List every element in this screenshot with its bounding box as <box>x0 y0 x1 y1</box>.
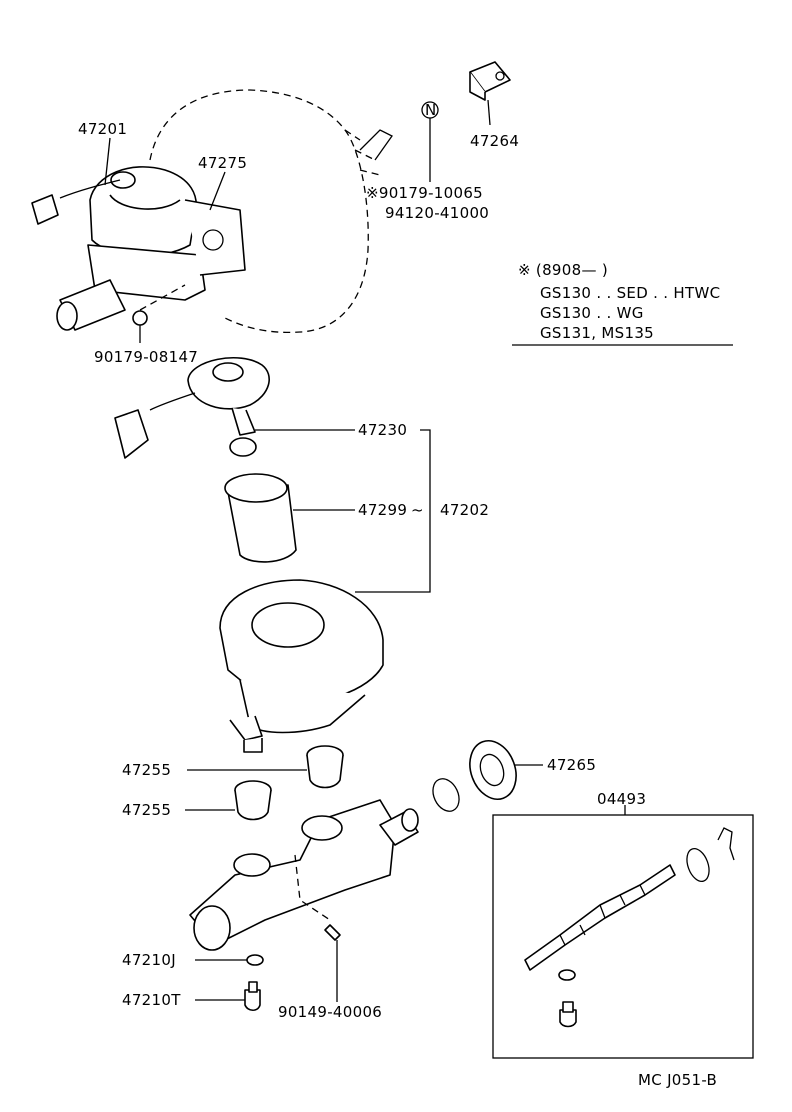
label-04493: 04493 <box>597 790 646 808</box>
n-symbol-label: N <box>425 101 437 119</box>
grommet-lower <box>234 780 272 821</box>
master-cylinder-body <box>189 799 419 951</box>
note-line-4: GS131, MS135 <box>540 324 654 342</box>
note-line-2: GS130 . . SED . . HTWC <box>540 284 720 302</box>
repair-kit-box <box>492 805 754 1059</box>
label-47275: 47275 <box>198 154 247 172</box>
label-47202: 47202 <box>440 501 489 519</box>
clip-47264 <box>469 61 511 101</box>
note-line-3: GS130 . . WG <box>540 304 644 322</box>
label-47255-lower: 47255 <box>122 801 171 819</box>
label-47265: 47265 <box>547 756 596 774</box>
label-47299: 47299 <box>358 501 407 519</box>
label-47210t: 47210T <box>122 991 181 1009</box>
washer-47210j <box>246 954 264 966</box>
applicability-note: ※ (8908— ) GS130 . . SED . . HTWC GS130 … <box>518 261 720 342</box>
diagram-code: MC J051-B <box>638 1071 717 1089</box>
reservoir-strainer <box>224 473 297 563</box>
label-90179-08147: 90179-08147 <box>94 348 198 366</box>
n-marker: N <box>421 101 439 182</box>
brake-booster <box>149 89 393 334</box>
leader-lines <box>104 99 733 1002</box>
note-line-1: ※ (8908— ) <box>518 261 608 279</box>
label-47210j: 47210J <box>122 951 176 969</box>
master-cylinder-assembly-upper <box>31 166 246 331</box>
label-47230: 47230 <box>358 421 407 439</box>
label-tilde: ~ <box>411 501 424 519</box>
label-47201: 47201 <box>78 120 127 138</box>
snap-ring-upper <box>432 778 460 812</box>
label-94120-41000: 94120-41000 <box>385 204 489 222</box>
label-90179-10065: ※90179-10065 <box>366 184 483 202</box>
reservoir-cap <box>114 357 270 459</box>
label-90149-40006: 90149-40006 <box>278 1003 382 1021</box>
reservoir-tank <box>219 579 384 753</box>
grommet-upper <box>306 745 344 789</box>
seal-47265 <box>469 740 517 800</box>
label-47255-upper: 47255 <box>122 761 171 779</box>
bleeder-47210t <box>244 981 261 1012</box>
label-47264: 47264 <box>470 132 519 150</box>
